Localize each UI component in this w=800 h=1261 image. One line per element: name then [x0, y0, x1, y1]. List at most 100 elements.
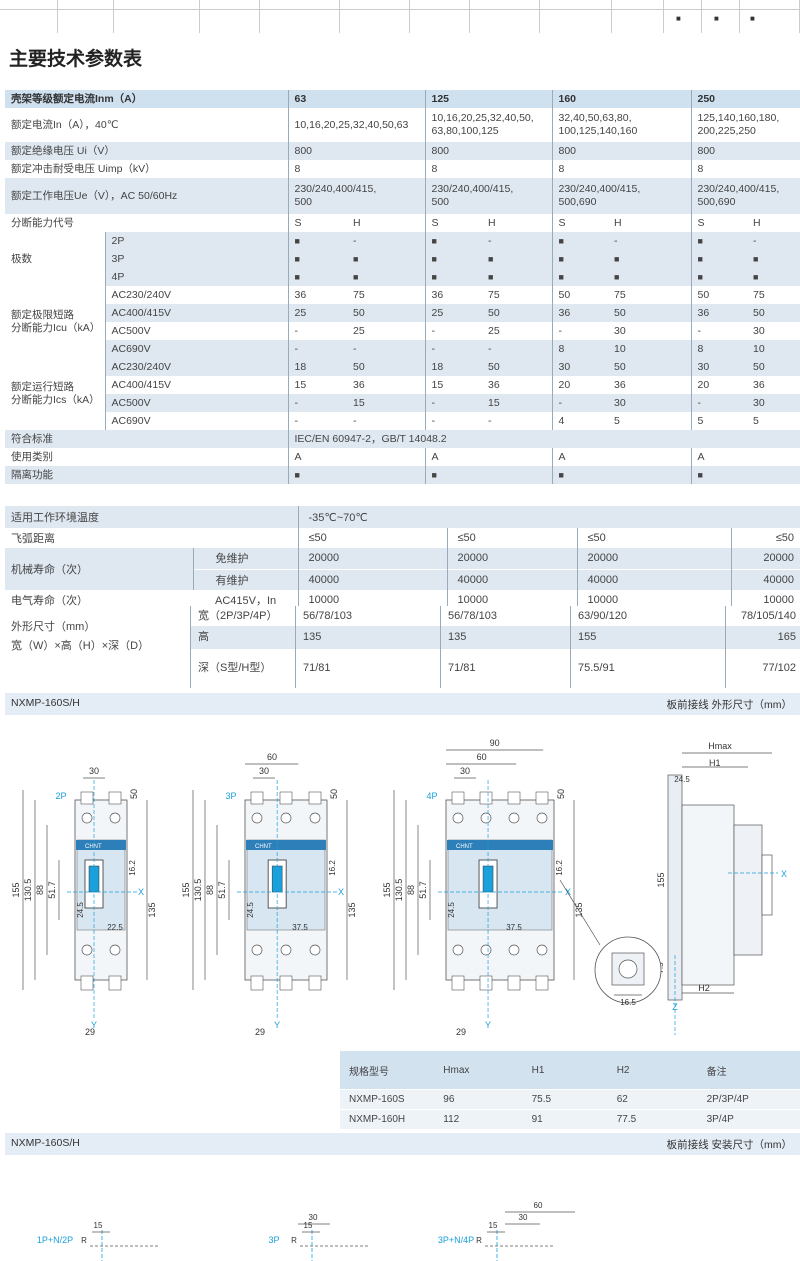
terminal-screw: [280, 812, 292, 824]
terminal-screw: [508, 812, 520, 824]
sub-row: AC500V-25-25-30-30: [5, 322, 800, 340]
brand-strip: [246, 840, 326, 850]
cell: 75.5/91: [570, 649, 725, 688]
frame-63: 63: [287, 90, 425, 108]
cell: 40000: [576, 569, 731, 590]
dim-label: 30: [89, 766, 99, 776]
brand-strip: [76, 840, 126, 850]
cell: 56/78/103: [295, 606, 440, 626]
terminal: [279, 975, 293, 991]
pole-label: 3P: [225, 791, 236, 801]
cell: ■: [424, 466, 552, 484]
mark: ■: [676, 14, 681, 23]
cell: 8: [551, 160, 691, 178]
dim-header: Hmax: [434, 1051, 523, 1090]
terminal: [451, 791, 465, 805]
cell: ■: [287, 250, 347, 268]
isolation-row: 隔离功能 ■ ■ ■ ■: [5, 466, 800, 484]
sub-label: AC400/415V: [104, 376, 288, 394]
cell: -: [287, 340, 347, 358]
install-model: NXMP-160S/H: [11, 1137, 80, 1149]
dim-label: 22.5: [107, 923, 123, 932]
cell: 8: [424, 160, 552, 178]
terminal: [108, 975, 122, 991]
x-axis-label: X: [138, 887, 144, 897]
dim-label: 30: [460, 766, 470, 776]
mounting-plate: [667, 774, 683, 1001]
dim-cell: 96: [434, 1089, 523, 1110]
cell: 36: [608, 376, 691, 394]
sub-label: AC230/240V: [104, 286, 288, 304]
dim-label: 30: [519, 1213, 528, 1222]
cell: 25: [482, 322, 552, 340]
cell: 30: [690, 358, 747, 376]
y-axis-label: Y: [274, 1020, 280, 1030]
brand-strip: [447, 840, 553, 850]
cell: 75: [608, 286, 691, 304]
uimp-row: 额定冲击耐受电压 Uimp（kV） 8 8 8 8: [5, 160, 800, 178]
row-label: 额定冲击耐受电压 Uimp（kV）: [11, 162, 156, 175]
row-label: 分断能力代号: [11, 216, 74, 229]
ue-row: 额定工作电压Ue（V），AC 50/60Hz 230/240,400/415, …: [5, 178, 800, 214]
cell: 36: [551, 304, 608, 322]
cell: 63/90/120: [570, 606, 725, 626]
dim-cell: 62: [607, 1089, 698, 1110]
terminal-screw: [452, 812, 464, 824]
install-desc: 板前接线 安装尺寸（mm）: [666, 1139, 792, 1151]
sub-label: AC400/415V: [104, 304, 288, 322]
cell: 230/240,400/415, 500: [424, 178, 552, 214]
row-label: 使用类别: [11, 450, 53, 463]
cell: ■: [287, 232, 347, 250]
dim-label: 16.5: [620, 998, 636, 1007]
dimension-table: 规格型号 Hmax H1 H2 备注 NXMP-160S 96 75.5 62 …: [340, 1051, 800, 1129]
sub-label: 4P: [104, 268, 288, 286]
dim-label: 29: [456, 1027, 466, 1035]
dim-cell: 3P/4P: [697, 1109, 800, 1129]
dim-label: 155: [11, 882, 21, 897]
terminal-screw: [536, 944, 548, 956]
cell: 40000: [730, 569, 800, 590]
terminal-screw: [536, 812, 548, 824]
cell: 18: [424, 358, 482, 376]
terminal: [308, 975, 322, 991]
terminal-screw: [508, 944, 520, 956]
y-axis-label: Y: [91, 1020, 97, 1030]
dim-cell: 2P/3P/4P: [697, 1089, 800, 1110]
radius-label: R: [81, 1236, 87, 1245]
cell: -: [347, 232, 425, 250]
cell: 50: [551, 286, 608, 304]
cell: 135: [440, 626, 570, 649]
dim-cell: 75.5: [522, 1089, 608, 1110]
leader-line: [559, 879, 601, 946]
dim-row: NXMP-160S 96 75.5 62 2P/3P/4P: [340, 1089, 800, 1110]
cell: ■: [551, 232, 608, 250]
cell: 71/81: [295, 649, 440, 688]
sub-label: AC690V: [104, 340, 288, 358]
cell: 36: [690, 304, 747, 322]
cell: 800: [287, 142, 425, 160]
sub-label: 免维护: [192, 548, 298, 569]
dim-label: H1: [709, 758, 721, 768]
cell: 8: [287, 160, 425, 178]
cell: 30: [551, 358, 608, 376]
sub-label: AC690V: [104, 412, 288, 430]
terminal-screw: [309, 944, 321, 956]
dim-header: H2: [607, 1051, 698, 1090]
terminal: [479, 975, 493, 991]
cell: 50: [482, 358, 552, 376]
cell: 10: [747, 340, 800, 358]
cell: 56/78/103: [440, 606, 570, 626]
cell: ■: [424, 232, 482, 250]
cell: -: [747, 232, 800, 250]
frame-125: 125: [424, 90, 552, 108]
cell: 800: [424, 142, 552, 160]
terminal-screw: [109, 944, 121, 956]
dim-label: 88: [406, 885, 416, 895]
cell: 8: [551, 340, 608, 358]
outline-desc: 板前接线 外形尺寸（mm）: [666, 699, 792, 711]
cell: ■: [482, 268, 552, 286]
cell: ≤50: [446, 528, 577, 548]
cell: 10,16,20,25,32,40,50,63: [287, 108, 425, 142]
x-axis-label: X: [781, 869, 787, 879]
cell: S: [287, 214, 347, 232]
